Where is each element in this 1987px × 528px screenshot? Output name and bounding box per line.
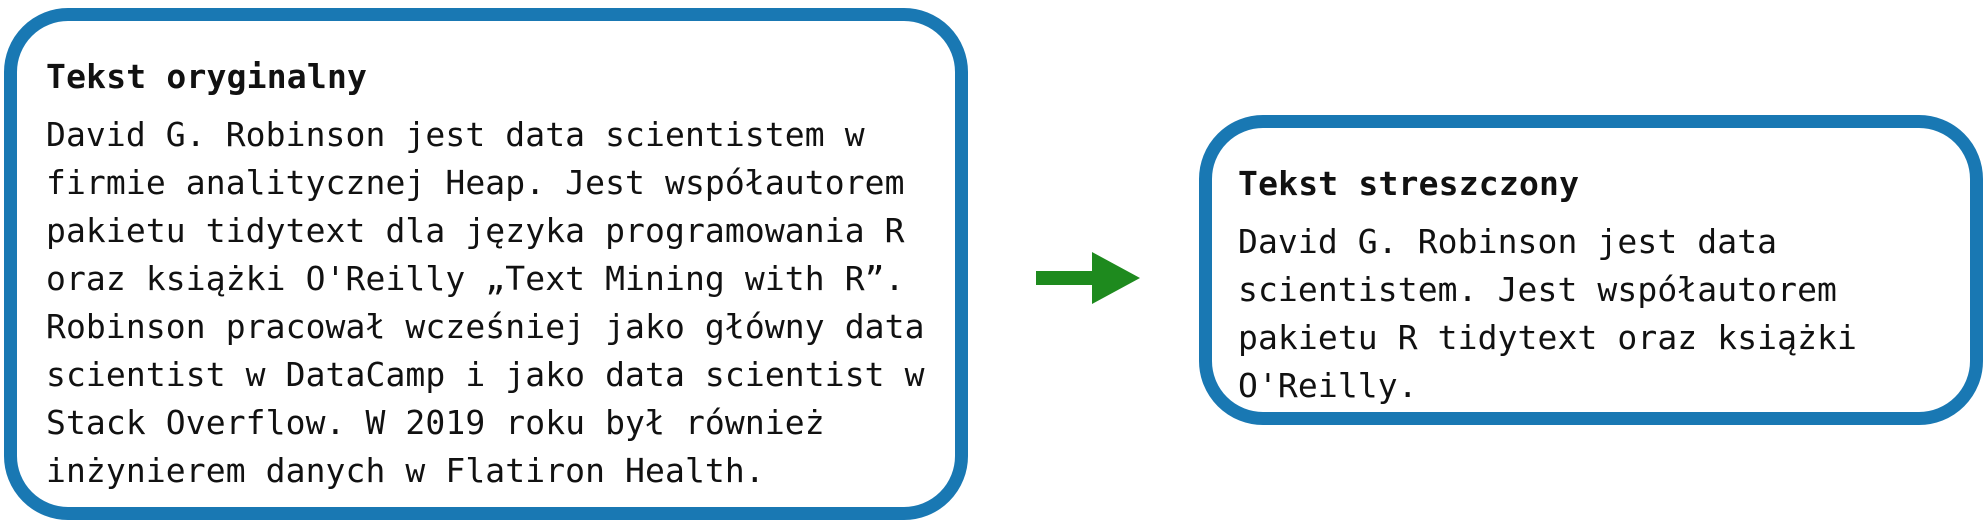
original-text-line: Robinson pracował wcześniej jako główny … xyxy=(46,307,925,346)
right-arrow-icon xyxy=(1036,252,1140,304)
original-text-line: Stack Overflow. W 2019 roku był również xyxy=(46,403,825,442)
original-text-box: Tekst oryginalny David G. Robinson jest … xyxy=(4,8,968,520)
original-text-line: inżynierem danych w Flatiron Health. xyxy=(46,451,765,490)
original-text-line: David G. Robinson jest data scientistem … xyxy=(46,115,865,154)
arrow-shaft xyxy=(1036,271,1100,285)
summary-text-body: David G. Robinson jest data scientistem.… xyxy=(1238,218,1950,410)
summary-text-line: scientistem. Jest współautorem xyxy=(1238,270,1838,309)
summary-text-line: pakietu R tidytext oraz książki xyxy=(1238,318,1857,357)
summary-text-title: Tekst streszczony xyxy=(1238,164,1580,203)
summary-text-box: Tekst streszczony David G. Robinson jest… xyxy=(1199,115,1983,425)
arrow-head xyxy=(1092,252,1140,304)
original-text-line: scientist w DataCamp i jako data scienti… xyxy=(46,355,925,394)
original-text-line: pakietu tidytext dla języka programowani… xyxy=(46,211,905,250)
original-text-body: David G. Robinson jest data scientistem … xyxy=(46,111,935,495)
original-text-line: oraz książki O'Reilly „Text Mining with … xyxy=(46,259,905,298)
original-text-line: firmie analitycznej Heap. Jest współauto… xyxy=(46,163,905,202)
original-text-title: Tekst oryginalny xyxy=(46,57,368,96)
summary-text-line: David G. Robinson jest data xyxy=(1238,222,1778,261)
summary-text-line: O'Reilly. xyxy=(1238,366,1418,405)
